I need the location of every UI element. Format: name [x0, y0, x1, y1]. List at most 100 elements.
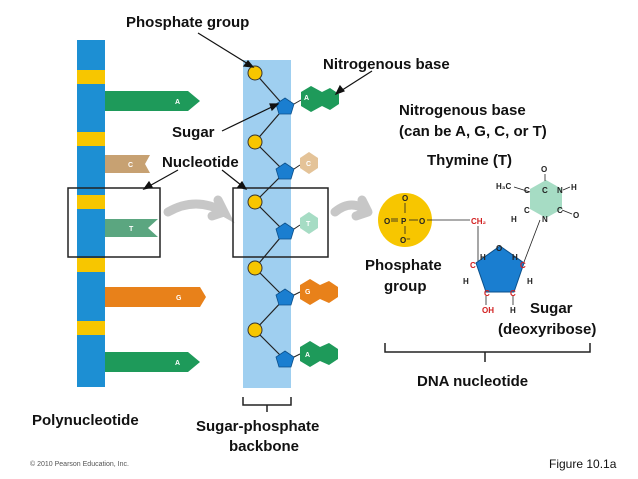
- label-nitrogenous-base-right-2: (can be A, G, C, or T): [399, 123, 547, 140]
- label-backbone-2: backbone: [229, 438, 299, 455]
- svg-text:H: H: [571, 183, 577, 192]
- svg-text:C: C: [306, 161, 311, 168]
- svg-text:H₃C: H₃C: [496, 182, 511, 191]
- svg-text:O⁻: O⁻: [400, 236, 410, 245]
- backbone-base-G: G: [300, 279, 338, 305]
- strand-phosphate-band: [77, 258, 105, 272]
- phosphate-circle: [247, 65, 263, 81]
- svg-text:O: O: [384, 217, 390, 226]
- strand-phosphate-band: [77, 132, 105, 146]
- svg-text:CH₂: CH₂: [471, 217, 487, 226]
- label-polynucleotide: Polynucleotide: [32, 412, 139, 429]
- svg-text:C: C: [524, 186, 530, 195]
- nucleotide-box-middle: [232, 187, 329, 258]
- svg-text:C: C: [542, 186, 548, 195]
- strand-base-A-2: A: [105, 352, 200, 372]
- strand-base-A-1: A: [105, 91, 200, 111]
- svg-text:O: O: [419, 217, 425, 226]
- phosphate-group-circle: [378, 193, 432, 247]
- backbone-base-C: C: [300, 152, 318, 174]
- phosphate-callout-line: [197, 32, 254, 68]
- dna-nucleotide-bracket: [384, 343, 591, 362]
- backbone-base-A-1: A: [301, 86, 339, 112]
- svg-text:A: A: [304, 95, 309, 102]
- deoxyribose-ring: [475, 245, 525, 293]
- label-thymine: Thymine (T): [427, 152, 512, 169]
- svg-text:O: O: [573, 211, 579, 220]
- nucleotide-callout-right-arrowhead: [236, 180, 248, 190]
- svg-text:C: C: [510, 289, 516, 298]
- base-callout-arrowhead: [334, 84, 345, 96]
- copyright-text: © 2010 Pearson Education, Inc.: [30, 460, 129, 468]
- strand-base-G: G: [105, 287, 206, 307]
- thymine-ring: [530, 180, 562, 218]
- sugar-callout-line: [221, 103, 279, 132]
- svg-text:H: H: [480, 253, 486, 262]
- label-dna-nucleotide: DNA nucleotide: [417, 373, 528, 390]
- strand-base-T: T: [105, 219, 158, 237]
- svg-text:H: H: [510, 306, 516, 315]
- strand-phosphate-band: [77, 70, 105, 84]
- svg-text:T: T: [306, 221, 311, 228]
- sugar-pentagon: [275, 162, 295, 180]
- label-phosphate-group: Phosphate group: [126, 14, 249, 31]
- svg-text:C: C: [524, 206, 530, 215]
- nucleotide-callout-left-arrowhead: [142, 180, 153, 190]
- svg-text:C: C: [520, 261, 526, 270]
- transition-arrow-2: [330, 195, 373, 221]
- svg-text:T: T: [129, 226, 134, 233]
- label-nitrogenous-base-right-1: Nitrogenous base: [399, 102, 526, 119]
- svg-text:A: A: [175, 360, 180, 367]
- backbone-bonds: [254, 72, 286, 361]
- svg-text:OH: OH: [482, 306, 494, 315]
- label-sugar-right-2: (deoxyribose): [498, 321, 596, 338]
- svg-text:G: G: [305, 289, 311, 296]
- phosphate-circle: [247, 322, 263, 338]
- strand-phosphate-band: [77, 321, 105, 335]
- figure-label: Figure 10.1a: [549, 457, 617, 471]
- svg-text:A: A: [305, 352, 310, 359]
- phosphate-callout-arrowhead: [242, 60, 255, 68]
- svg-text:H: H: [512, 253, 518, 262]
- svg-text:N: N: [557, 186, 563, 195]
- svg-text:N: N: [542, 215, 548, 224]
- label-sugar: Sugar: [172, 124, 215, 141]
- transition-arrow-1: [163, 195, 235, 224]
- svg-text:C: C: [484, 289, 490, 298]
- sugar-pentagon: [275, 97, 295, 115]
- svg-text:G: G: [176, 295, 182, 302]
- svg-text:H: H: [463, 277, 469, 286]
- backbone-base-T: T: [300, 212, 318, 234]
- label-phosphate-right-2: group: [384, 278, 427, 295]
- svg-text:A: A: [175, 99, 180, 106]
- nucleotide-box-left: [67, 187, 161, 258]
- dna-nucleotide-structure: O O P O O⁻ CH₂ O C C C C H H H H OH H O: [378, 165, 579, 315]
- svg-text:C: C: [128, 162, 133, 169]
- phosphate-circle: [247, 194, 263, 210]
- svg-text:O: O: [541, 165, 547, 174]
- polynucleotide-strand: A C T G A: [67, 40, 206, 387]
- svg-text:O: O: [402, 194, 408, 203]
- backbone-strand: A C T G A: [232, 60, 339, 412]
- label-nucleotide: Nucleotide: [162, 154, 239, 171]
- phosphate-circle: [247, 260, 263, 276]
- svg-text:C: C: [470, 261, 476, 270]
- sugar-callout-arrowhead: [269, 103, 280, 112]
- strand-base-C: C: [105, 155, 150, 173]
- svg-text:H: H: [511, 215, 517, 224]
- label-backbone-1: Sugar-phosphate: [196, 418, 319, 435]
- strand-phosphate-band: [77, 195, 105, 209]
- svg-text:O: O: [496, 244, 502, 253]
- backbone-bracket: [242, 397, 292, 412]
- svg-text:H: H: [527, 277, 533, 286]
- sugar-pentagon: [275, 222, 295, 240]
- label-nitrogenous-base: Nitrogenous base: [323, 56, 450, 73]
- phosphate-circle: [247, 134, 263, 150]
- svg-text:P: P: [401, 217, 407, 226]
- backbone-base-A-2: A: [300, 341, 338, 367]
- label-sugar-right-1: Sugar: [530, 300, 573, 317]
- sugar-pentagon: [275, 288, 295, 306]
- svg-text:C: C: [557, 206, 563, 215]
- sugar-pentagon: [275, 350, 295, 368]
